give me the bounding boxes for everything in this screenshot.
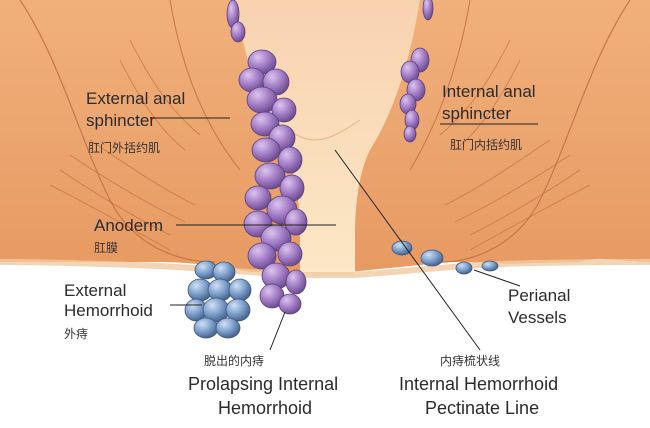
label-internal-hemorrhoid-pectinate-line-line2: Pectinate Line [425,398,540,418]
prolapsing-internal-hemorrhoid [226,0,308,315]
label-external-anal-sphincter-line2: sphincter [86,111,155,130]
label-anoderm: Anoderm [94,216,163,235]
label-internal-anal-sphincter-line1: Internal anal [442,82,536,101]
external-hemorrhoid [184,260,252,339]
label-external-hemorrhoid-zh: 外痔 [64,327,89,341]
label-internal-anal-sphincter-zh: 肛门内括约肌 [450,138,523,152]
label-prolapsing-internal-hemorrhoid-line2: Hemorrhoid [218,398,313,418]
leader-lines [150,117,538,351]
label-external-hemorrhoid-line1: External [64,281,127,300]
muscle-fibers [49,39,591,251]
label-perianal-vessels-line2: Vessels [508,308,567,327]
label-prolapsing-internal-hemorrhoid-zh: 脱出的内痔 [204,354,265,368]
label-anoderm-zh: 肛膜 [94,241,119,255]
label-internal-hemorrhoid-pectinate-line-line1: Internal Hemorrhoid [399,374,559,394]
label-external-anal-sphincter-line1: External anal [86,89,186,108]
internal-hemorrhoid-right [399,0,434,143]
label-external-hemorrhoid-line2: Hemorrhoid [64,301,153,320]
label-internal-hemorrhoid-pectinate-line-zh: 内痔梳状线 [440,354,501,368]
label-internal-anal-sphincter-line2: sphincter [442,104,511,123]
label-external-anal-sphincter-zh: 肛门外括约肌 [88,141,161,155]
label-perianal-vessels-line1: Perianal [508,286,571,305]
perianal-vessels [391,240,499,275]
perianal-skin [0,262,650,428]
label-prolapsing-internal-hemorrhoid-line1: Prolapsing Internal [188,374,339,394]
